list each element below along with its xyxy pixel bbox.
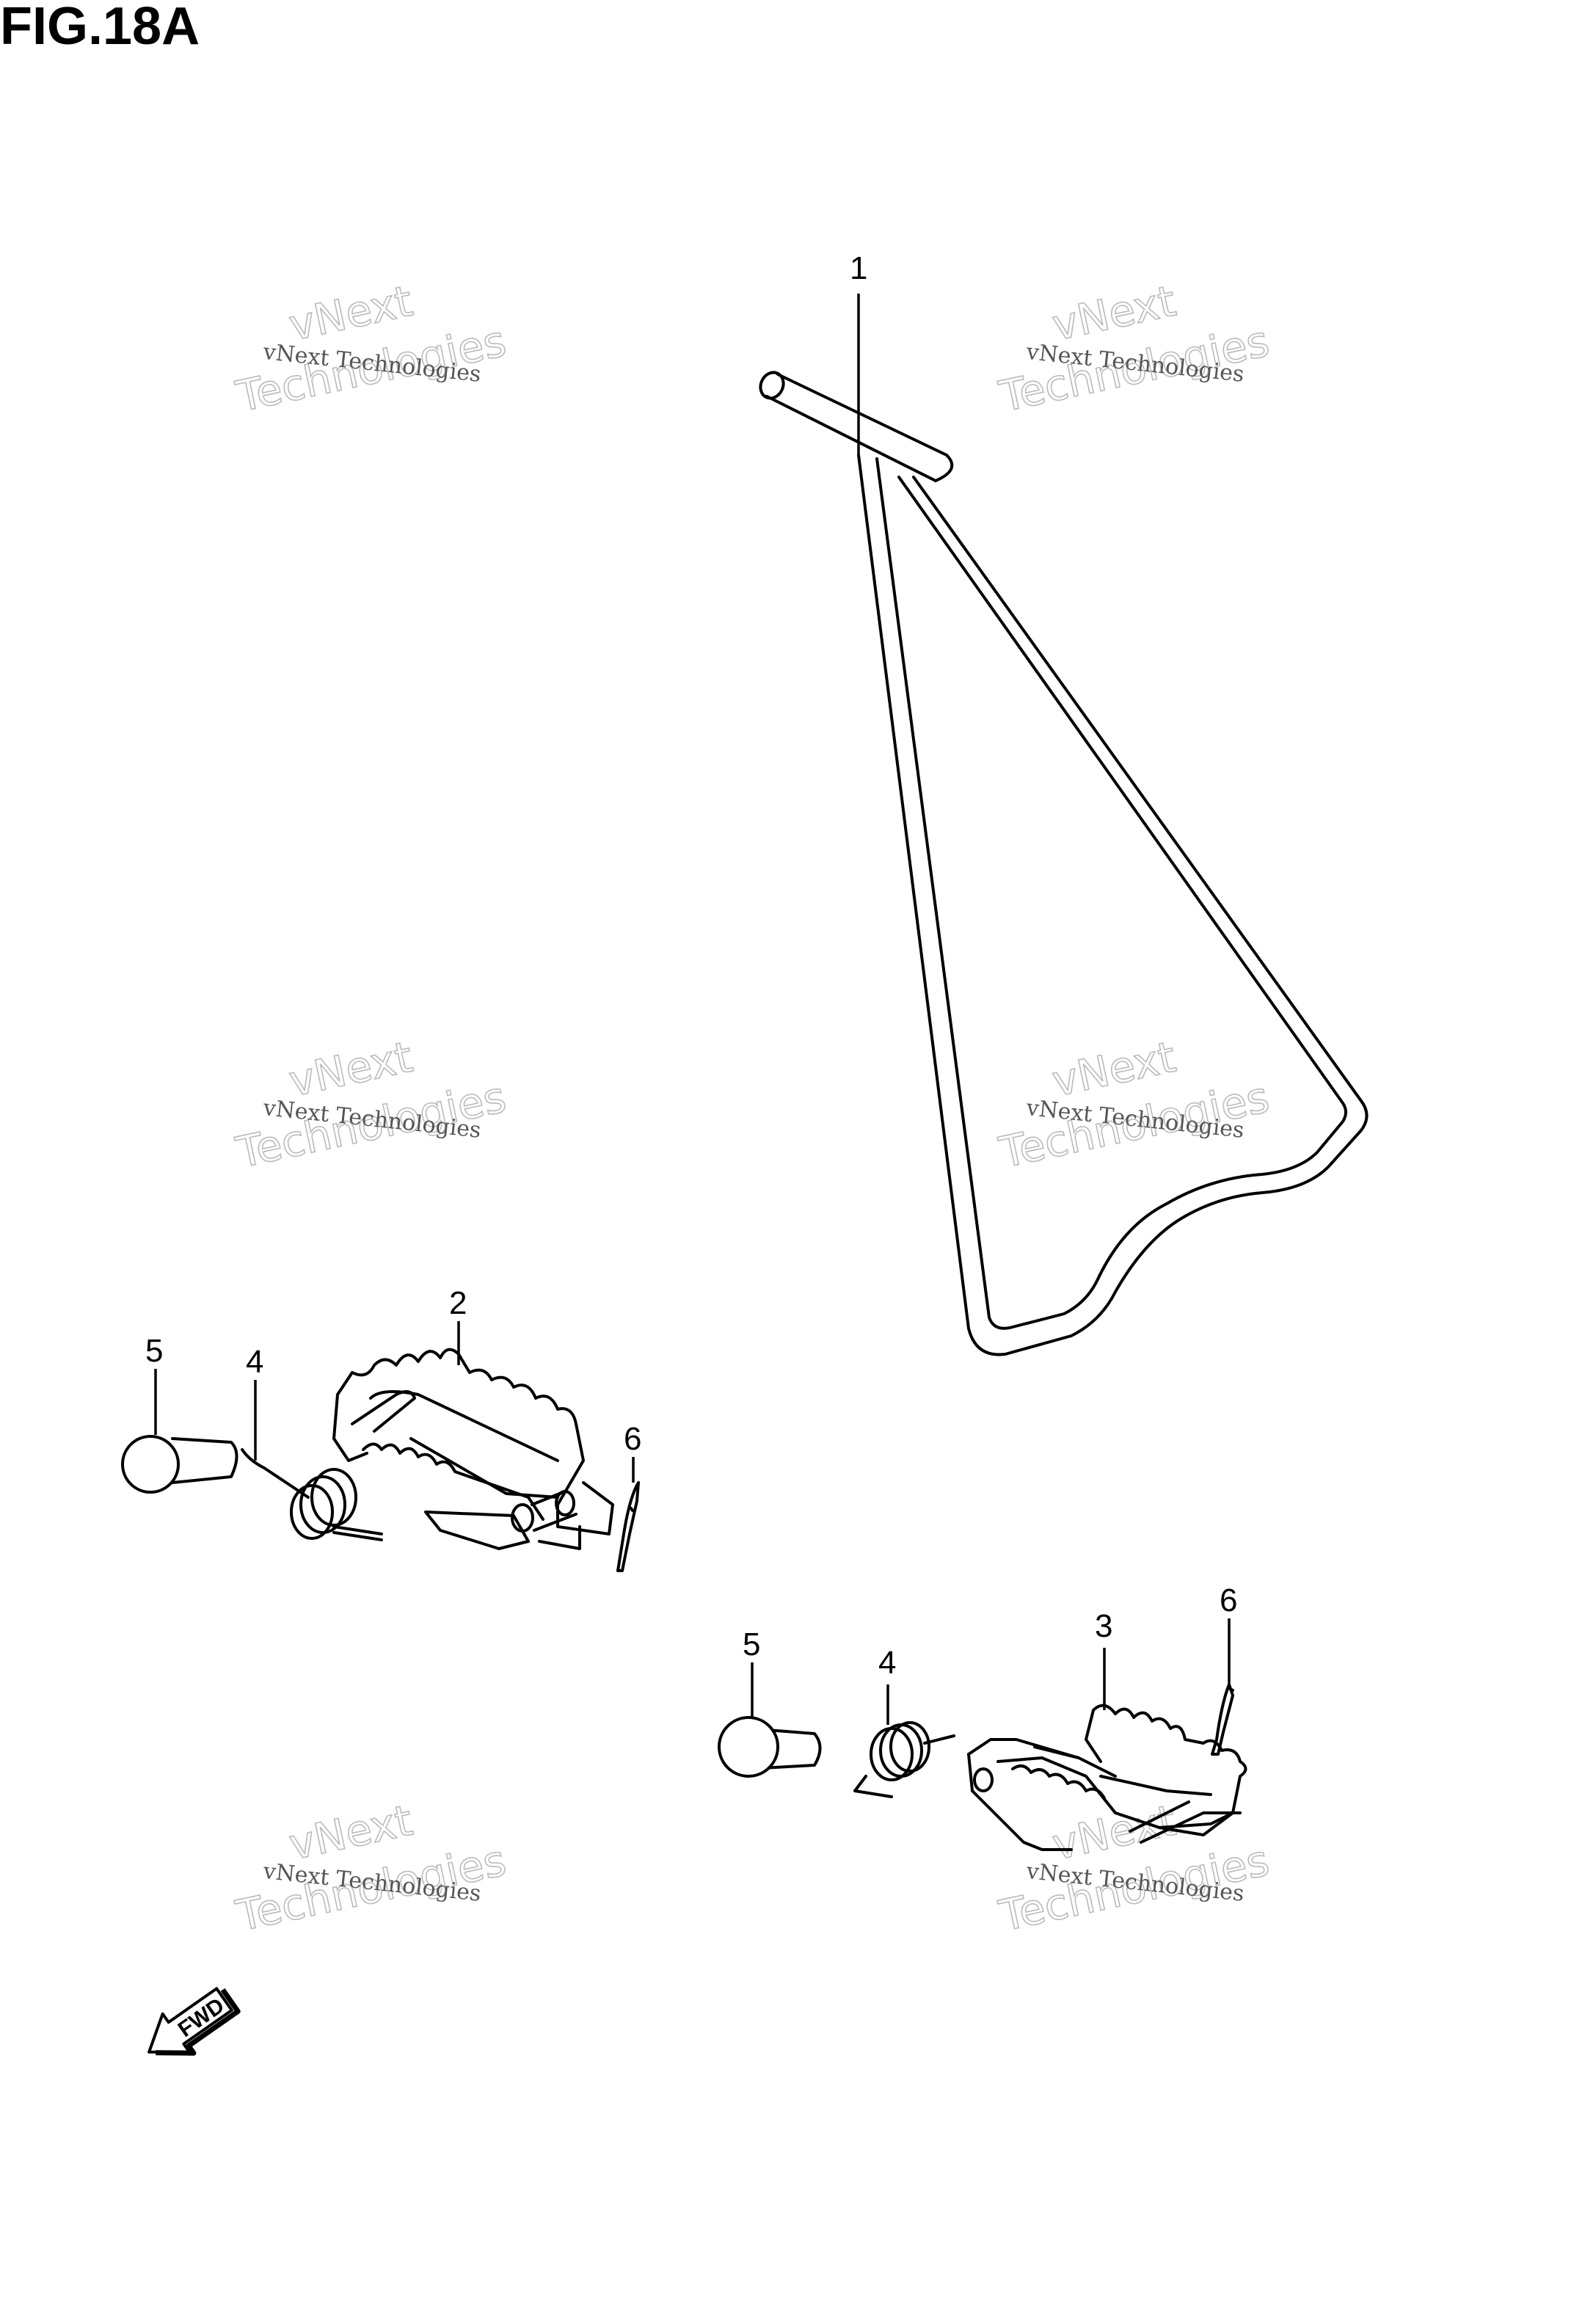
leader-lines: [154, 294, 1231, 1725]
figure-title: FIG.18A: [0, 0, 200, 56]
callout-5b: 5: [743, 1626, 760, 1662]
callout-2: 2: [449, 1285, 467, 1321]
part-3-footrest: [967, 1704, 1247, 1851]
part-6-cotter-pin-right: [1211, 1683, 1234, 1756]
part-4-spring-right: [853, 1721, 955, 1798]
part-5-pin-right: [718, 1716, 822, 1778]
callout-6a: 6: [624, 1421, 641, 1457]
callout-3: 3: [1095, 1608, 1112, 1644]
watermark-4: vNext Technologies vNext Technologies: [994, 1031, 1274, 1179]
callout-5a: 5: [145, 1333, 163, 1369]
part-5-pin-left: [121, 1435, 238, 1494]
part-2-footrest: [332, 1348, 614, 1550]
callout-1: 1: [850, 250, 867, 286]
callout-4a: 4: [246, 1344, 263, 1380]
part-4-spring-left: [241, 1448, 383, 1541]
part-1-stand: [759, 371, 1369, 1356]
watermark-6: vNext Technologies vNext Technologies: [994, 1795, 1274, 1942]
fwd-arrow-icon: FWD: [147, 1987, 241, 2056]
watermark-5: vNext Technologies vNext Technologies: [231, 1795, 511, 1942]
callouts: 1 2 3 4 4 5 5 6 6: [145, 250, 1237, 1681]
watermark-3: vNext Technologies vNext Technologies: [231, 1031, 511, 1179]
callout-6b: 6: [1220, 1582, 1237, 1618]
callout-4b: 4: [878, 1645, 896, 1681]
watermark-1: vNext Technologies vNext Technologies: [231, 275, 511, 423]
watermark-2: vNext Technologies vNext Technologies: [994, 275, 1274, 423]
part-6-cotter-pin-left: [616, 1481, 640, 1572]
